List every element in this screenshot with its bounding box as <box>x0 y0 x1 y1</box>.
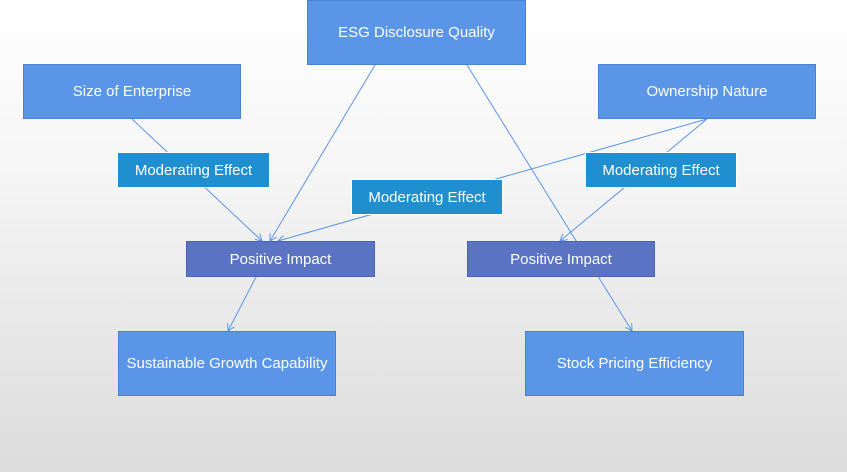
connector-esg-to-impact-left <box>270 64 376 241</box>
connector-impact-left-to-growth <box>228 276 257 331</box>
node-moderating-effect-right: Moderating Effect <box>585 152 737 188</box>
node-label: Positive Impact <box>510 250 612 268</box>
node-label: Sustainable Growth Capability <box>126 355 328 372</box>
node-label: Moderating Effect <box>602 161 720 179</box>
node-esg-disclosure-quality: ESG Disclosure Quality <box>307 0 526 65</box>
node-moderating-effect-left: Moderating Effect <box>117 152 270 188</box>
node-moderating-effect-center: Moderating Effect <box>351 179 503 215</box>
node-label: Stock Pricing Efficiency <box>556 355 713 372</box>
node-label: ESG Disclosure Quality <box>338 24 495 41</box>
node-sustainable-growth-capability: Sustainable Growth Capability <box>118 331 336 396</box>
node-positive-impact-right: Positive Impact <box>467 241 655 277</box>
node-label: Size of Enterprise <box>72 83 192 100</box>
node-label: Positive Impact <box>229 250 332 268</box>
node-stock-pricing-efficiency: Stock Pricing Efficiency <box>525 331 744 396</box>
node-label: Moderating Effect <box>368 188 486 206</box>
node-label: Ownership Nature <box>646 83 768 100</box>
node-positive-impact-left: Positive Impact <box>186 241 375 277</box>
node-ownership-nature: Ownership Nature <box>598 64 816 119</box>
connector-esg-to-pricing <box>466 64 632 331</box>
node-label: Moderating Effect <box>134 161 253 179</box>
node-size-of-enterprise: Size of Enterprise <box>23 64 241 119</box>
